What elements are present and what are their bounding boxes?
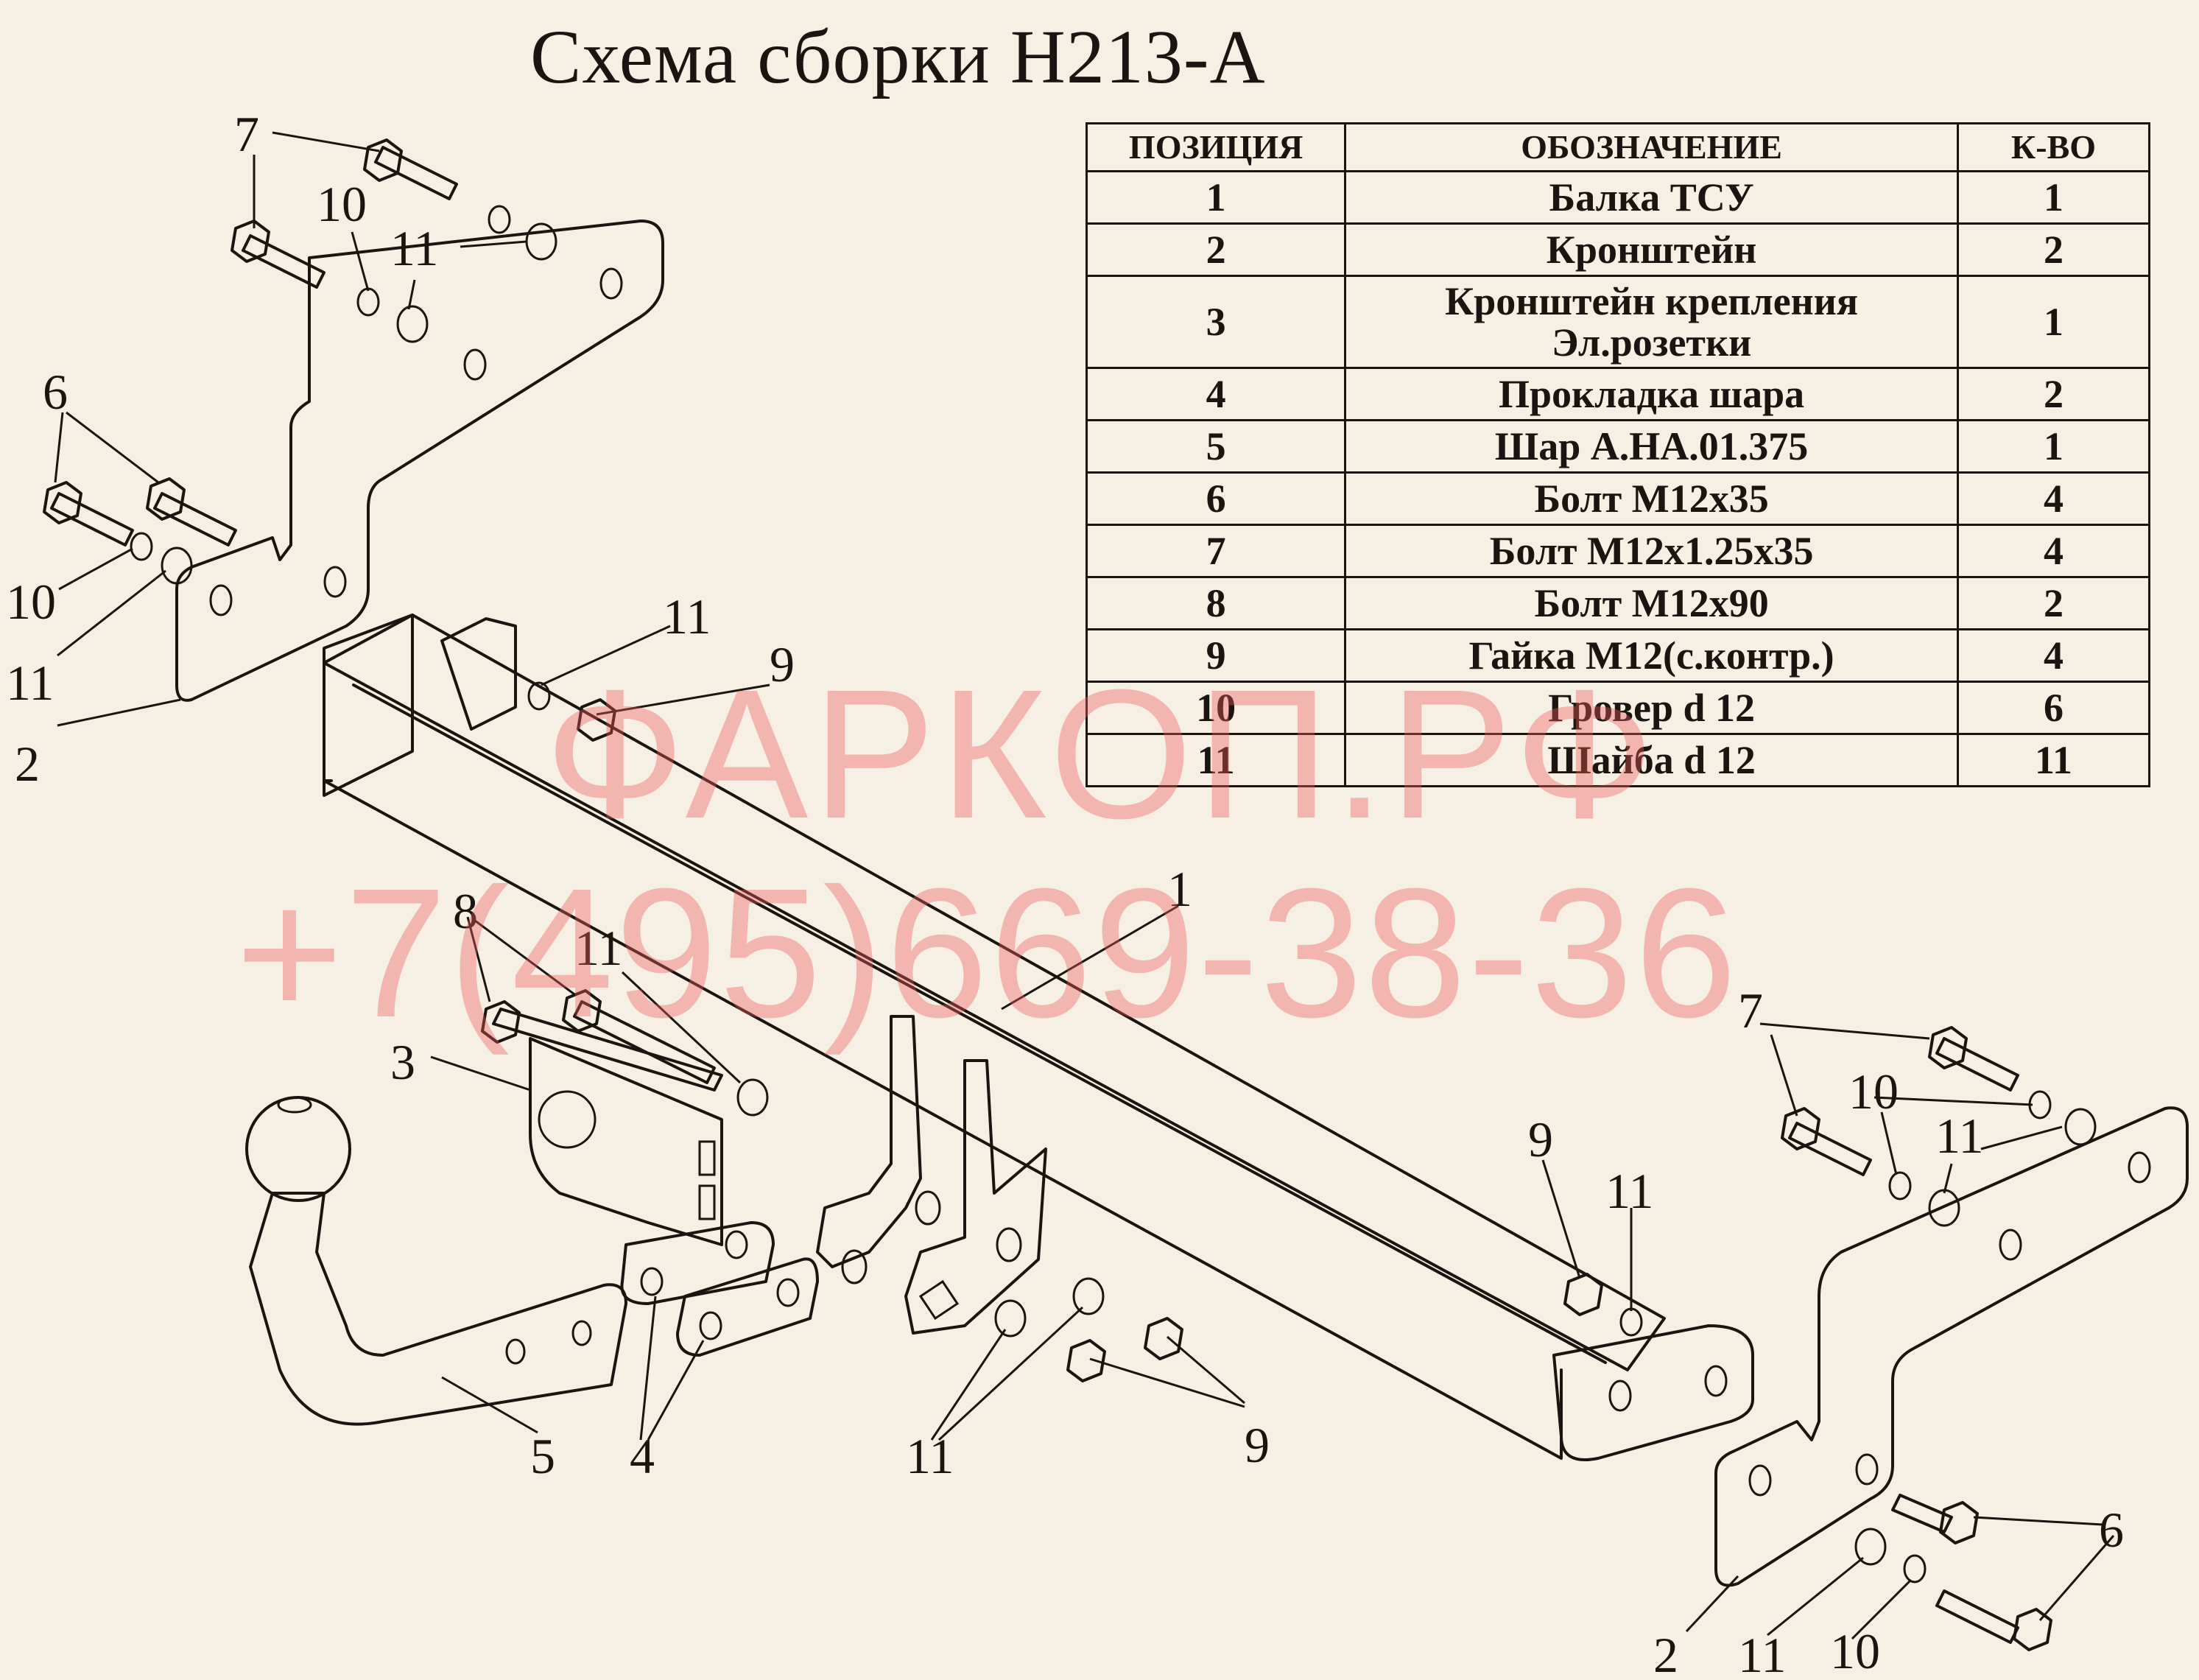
table-header-row: ПОЗИЦИЯ ОБОЗНАЧЕНИЕ К-ВО [1085, 122, 2151, 172]
cell-quantity: 1 [1956, 170, 2151, 225]
fasteners [43, 138, 2097, 1651]
callout-10-right-bottom: 10 [1830, 1623, 1880, 1679]
cell-quantity: 4 [1956, 471, 2151, 526]
callout-10-right-top: 10 [1848, 1064, 1899, 1120]
cell-position: 7 [1085, 524, 1347, 578]
callout-numbers: 7 10 11 6 10 11 2 11 9 1 8 11 3 5 4 11 9… [6, 106, 2124, 1680]
callout-11-left-mid: 11 [6, 655, 54, 711]
callout-11-bottom: 11 [906, 1428, 954, 1484]
cell-position: 6 [1085, 471, 1347, 526]
column-header-quantity: К-ВО [1956, 122, 2151, 172]
cell-designation: Прокладка шара [1344, 367, 1959, 421]
callout-11-socket: 11 [574, 920, 622, 976]
cell-designation: Шайба d 12 [1344, 733, 1959, 787]
callout-11-left-top: 11 [390, 220, 438, 276]
callout-11-right-bottom: 11 [1738, 1627, 1786, 1680]
cell-position: 4 [1085, 367, 1347, 421]
callout-11-right-top: 11 [1935, 1108, 1983, 1164]
cell-position: 3 [1085, 275, 1347, 369]
callout-10-left-top: 10 [317, 176, 367, 232]
cell-designation: Болт М12х90 [1344, 576, 1959, 630]
callout-2-right: 2 [1653, 1627, 1678, 1680]
diagram-title: Схема сборки Н213-А [530, 15, 1266, 99]
callout-10-left-mid: 10 [6, 574, 56, 630]
ball-spacers [620, 1221, 819, 1357]
cell-designation: Гайка М12(с.контр.) [1344, 628, 1959, 683]
callout-8: 8 [453, 883, 478, 939]
callout-11-beam-right: 11 [1605, 1163, 1653, 1219]
cell-quantity: 1 [1956, 419, 2151, 474]
callout-1-beam: 1 [1167, 861, 1192, 917]
callout-4: 4 [630, 1428, 655, 1484]
watermark-phone: +7(495)669-38-36 [236, 850, 1739, 1055]
cell-position: 11 [1085, 733, 1347, 787]
cell-quantity: 1 [1956, 275, 2151, 369]
cell-quantity: 2 [1956, 222, 2151, 277]
left-bracket [175, 219, 664, 702]
cell-position: 8 [1085, 576, 1347, 630]
cell-position: 9 [1085, 628, 1347, 683]
callout-9-beam-left: 9 [770, 636, 795, 692]
socket-bracket [529, 1037, 723, 1246]
right-bracket [1714, 1106, 2189, 1587]
cell-position: 1 [1085, 170, 1347, 225]
cell-designation: Кронштейн [1344, 222, 1959, 277]
cell-quantity: 2 [1956, 367, 2151, 421]
callout-6-left: 6 [43, 364, 68, 420]
callout-11-beam-left: 11 [663, 588, 711, 644]
callout-9-bottom: 9 [1245, 1417, 1270, 1473]
cell-designation: Шар А.НА.01.375 [1344, 419, 1959, 474]
cell-quantity: 4 [1956, 628, 2151, 683]
cell-quantity: 4 [1956, 524, 2151, 578]
callout-5: 5 [530, 1428, 555, 1484]
callout-7-left: 7 [234, 106, 259, 162]
cell-position: 5 [1085, 419, 1347, 474]
cell-designation: Болт М12х35 [1344, 471, 1959, 526]
callout-2-left: 2 [15, 736, 40, 792]
cell-position: 2 [1085, 222, 1347, 277]
cell-quantity: 6 [1956, 681, 2151, 735]
callout-7-right: 7 [1738, 983, 1763, 1038]
column-header-position: ПОЗИЦИЯ [1085, 122, 1347, 172]
cell-designation: Кронштейн крепления Эл.розетки [1344, 275, 1959, 369]
cell-position: 10 [1085, 681, 1347, 735]
callout-6-right: 6 [2099, 1502, 2124, 1558]
cell-quantity: 2 [1956, 576, 2151, 630]
cell-designation: Гровер d 12 [1344, 681, 1959, 735]
cell-designation: Балка ТСУ [1344, 170, 1959, 225]
watermark-site: ФАРКОП.РФ [545, 651, 1659, 857]
column-header-designation: ОБОЗНАЧЕНИЕ [1344, 122, 1959, 172]
tow-beam [323, 614, 1754, 1461]
cell-quantity: 11 [1956, 733, 2151, 787]
callout-9-beam-right: 9 [1528, 1111, 1553, 1167]
cell-designation: Болт М12х1.25х35 [1344, 524, 1959, 578]
callout-3: 3 [390, 1034, 415, 1090]
leader-lines [54, 131, 2115, 1640]
